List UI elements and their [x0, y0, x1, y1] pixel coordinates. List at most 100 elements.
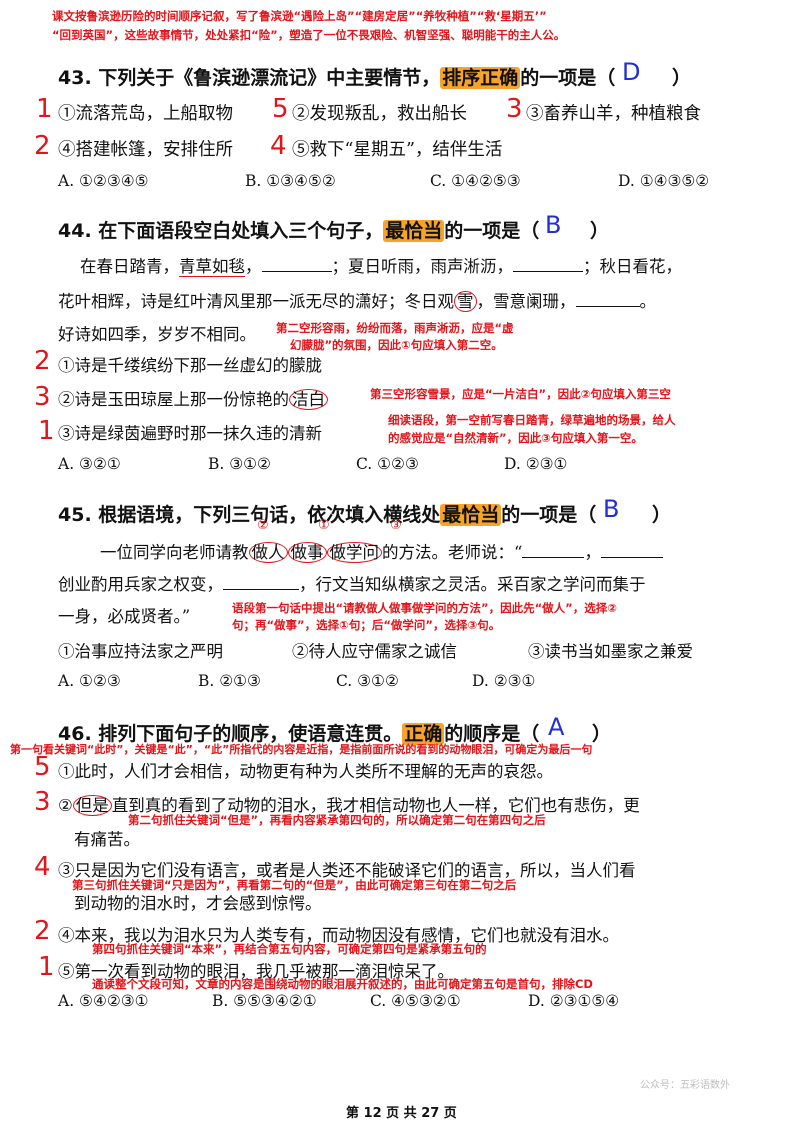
q46-order-mark-1: 5 — [34, 752, 51, 782]
q45-item-2: ②待人应守儒家之诚信 — [292, 642, 457, 661]
q43-option-d: D. ①④③⑤② — [618, 172, 710, 190]
q44-blank-1 — [261, 270, 332, 272]
q46-note-0: 第一句看关键词“此时”，关键是“此”，“此”所指代的内容是近指，是指前面所说的看… — [10, 743, 593, 756]
q45-passage-line-2: 创业酌用兵家之权变，，行文当知纵横家之灵活。采百家之学问而集于 — [58, 575, 646, 594]
q44-passage-line-1: 在春日踏青，青草如毯，；夏日听雨，雨声淅沥，；秋日看花， — [80, 257, 682, 277]
q46-order-mark-3: 4 — [34, 852, 51, 882]
q45-passage-line-3: 一身，必成贤者。” — [58, 607, 191, 626]
q44-title: 44. 在下面语段空白处填入三个句子，最恰当的一项是（ — [58, 220, 540, 242]
q46-order-mark-5: 1 — [38, 952, 55, 982]
q43-item-4: ④搭建帐篷，安排住所 — [58, 140, 233, 160]
q43-item-3: ③畜养山羊，种植粮食 — [526, 104, 701, 124]
q44-order-mark-2: 3 — [34, 382, 51, 412]
q43-item-5: ⑤救下“星期五”，结伴生活 — [292, 140, 503, 160]
q46-highlight: 正确 — [402, 723, 445, 745]
q45-blank-2 — [600, 556, 663, 558]
q46-option-b: B. ⑤⑤③④②① — [212, 992, 317, 1010]
top-annotation-line-1: 课文按鲁滨逊历险的时间顺序记叙，写了鲁滨逊“遇险上岛”“建房定居”“养牧种植”“… — [52, 9, 547, 23]
q43-title: 43. 下列关于《鲁滨逊漂流记》中主要情节，排序正确的一项是（ — [58, 67, 616, 89]
q44-circled-word: 雪 — [454, 291, 477, 312]
q46-option-d: D. ②③①⑤④ — [528, 992, 620, 1010]
q45-answer-mark: B — [603, 495, 620, 523]
q46-order-mark-2: 3 — [34, 787, 51, 817]
q43-title-close: ） — [672, 67, 692, 89]
q46-note-2: 第二句抓住关键词“但是”，再看内容紧承第四句的，所以确定第二句在第四句之后 — [128, 813, 546, 827]
q46-sentence-5: ⑤第一次看到动物的眼泪，我几乎被那一滴泪惊呆了。 — [58, 962, 454, 981]
top-annotation-line-2: “回到英国”，这些故事情节，处处紧扣“险”，塑造了一位不畏艰险、机智坚强、聪明能… — [52, 28, 566, 42]
q44-order-mark-3: 1 — [38, 416, 55, 446]
q43-item-2: ②发现叛乱，救出船长 — [292, 104, 467, 124]
q43-order-mark-4: 2 — [34, 131, 51, 161]
q45-circled-word-3: 做学问 — [326, 542, 382, 563]
q43-order-mark-2: 5 — [272, 94, 289, 124]
q44-sentence-3: ③诗是绿茵遍野时那一抹久违的清新 — [58, 424, 322, 443]
q43-order-mark-3: 3 — [506, 94, 523, 124]
q45-title-close: ） — [652, 504, 672, 526]
q45-option-a: A. ①②③ — [58, 672, 121, 690]
q44-highlight: 最恰当 — [383, 220, 445, 242]
q45-passage-line-1: 一位同学向老师请教做人做事做学问的方法。老师说：“， — [100, 539, 663, 563]
q45-circle-mark-2: ① — [318, 518, 330, 533]
q44-note-3a: 细读语段，第一空前写春日踏青，绿草遍地的场景，给人 — [388, 413, 676, 427]
q43-item-1: ①流落荒岛，上船取物 — [58, 104, 233, 124]
q45-item-1: ①治事应持法家之严明 — [58, 642, 223, 661]
q46-sentence-3-line-1: ③只是因为它们没有语言，或者是人类还不能破译它们的语言，所以，当人们看 — [58, 861, 636, 880]
q44-option-a: A. ③②① — [58, 455, 121, 473]
q44-blank-2 — [513, 270, 583, 272]
q44-note-2: 第三空形容雪景，应是“一片洁白”，因此②句应填入第三空 — [370, 387, 671, 401]
q45-item-3: ③读书当如墨家之兼爱 — [528, 642, 693, 661]
q45-note-b: 句；再“做事”，选择①句；后“做学问”，选择③句。 — [232, 618, 501, 632]
q43-order-mark-1: 1 — [36, 94, 53, 124]
q45-option-c: C. ③①② — [336, 672, 399, 690]
q46-note-3: 第三句抓住关键词“只是因为”，再看第二句的“但是”，由此可确定第三句在第二句之后 — [72, 878, 517, 892]
q45-circle-mark-3: ③ — [390, 518, 402, 533]
q44-order-mark-1: 2 — [34, 346, 51, 376]
q44-sentence-1: ①诗是千缕缤纷下那一丝虚幻的朦胧 — [58, 356, 322, 375]
q43-option-b: B. ①③④⑤② — [245, 172, 336, 190]
q44-sentence-2: ②诗是玉田琼屋上那一份惊艳的洁白 — [58, 386, 328, 410]
q46-note-5: 通读整个文段可知，文章的内容是围绕动物的眼泪展开叙述的，由此可确定第五句是首句，… — [92, 977, 593, 991]
q44-blank-3 — [575, 305, 640, 307]
q46-title-close: ） — [592, 723, 612, 745]
watermark: 公众号：五彩语数外 — [640, 1080, 730, 1091]
q44-answer-mark: B — [545, 211, 562, 239]
q43-option-a: A. ①②③④⑤ — [58, 172, 149, 190]
q46-sentence-3-line-2: 到动物的泪水时，才会感到惊愕。 — [74, 894, 322, 913]
q43-answer-mark: D — [622, 58, 641, 86]
q44-note-3b: 的感觉应是“自然清新”，因此③句应填入第一空。 — [388, 431, 643, 445]
q46-title: 46. 排列下面句子的顺序，使语意连贯。正确的顺序是（ — [58, 723, 540, 745]
q45-blank-1 — [522, 556, 585, 558]
q44-title-close: ） — [590, 220, 610, 242]
q43-option-c: C. ①④②⑤③ — [430, 172, 521, 190]
page-footer: 第 12 页 共 27 页 — [346, 1106, 457, 1121]
q46-sentence-2-line-2: 有痛苦。 — [74, 830, 140, 849]
q46-option-a: A. ⑤④②③① — [58, 992, 149, 1010]
q43-order-mark-5: 4 — [270, 131, 287, 161]
q44-passage-line-2: 花叶相辉，诗是红叶清风里那一派无尽的潇好；冬日观雪，雪意阑珊，。 — [58, 291, 656, 312]
q45-circled-word-1: 做人 — [248, 542, 288, 563]
q46-sentence-4: ④本来，我以为泪水只为人类专有，而动物因没有感情，它们也就没有泪水。 — [58, 926, 619, 945]
q45-circle-mark-1: ② — [257, 518, 269, 533]
q45-option-b: B. ②①③ — [198, 672, 261, 690]
q44-note-1a: 第二空形容雨，纷纷而落，雨声淅沥，应是“虚 — [276, 321, 514, 335]
q45-blank-3 — [223, 588, 299, 590]
q44-option-d: D. ②③① — [504, 455, 568, 473]
q46-answer-mark: A — [548, 713, 565, 741]
q44-option-c: C. ①②③ — [356, 455, 419, 473]
q44-circled-phrase: 洁白 — [289, 389, 328, 410]
q45-circled-word-2: 做事 — [287, 542, 327, 563]
q46-option-c: C. ④⑤③②① — [370, 992, 461, 1010]
q44-option-b: B. ③①② — [208, 455, 271, 473]
q46-note-4: 第四句抓住关键词“本来”，再结合第五句内容，可确定第四句是紧承第五句的 — [92, 942, 487, 956]
q43-highlight: 排序正确 — [440, 67, 521, 89]
q44-underlined-phrase: 青草如毯 — [179, 257, 245, 277]
q44-passage-line-3: 好诗如四季，岁岁不相同。 — [58, 325, 256, 344]
q46-circled-keyword: 但是 — [72, 795, 112, 816]
q45-title: 45. 根据语境，下列三句话，依次填入横线处最恰当的一项是（ — [58, 504, 597, 526]
q44-note-1b: 幻朦胧”的氛围，因此①句应填入第二空。 — [290, 338, 503, 352]
q45-highlight: 最恰当 — [440, 504, 502, 526]
q46-order-mark-4: 2 — [34, 916, 51, 946]
q45-note-a: 语段第一句话中提出“请教做人做事做学问的方法”，因此先“做人”，选择② — [232, 601, 617, 615]
q45-option-d: D. ②③① — [472, 672, 536, 690]
